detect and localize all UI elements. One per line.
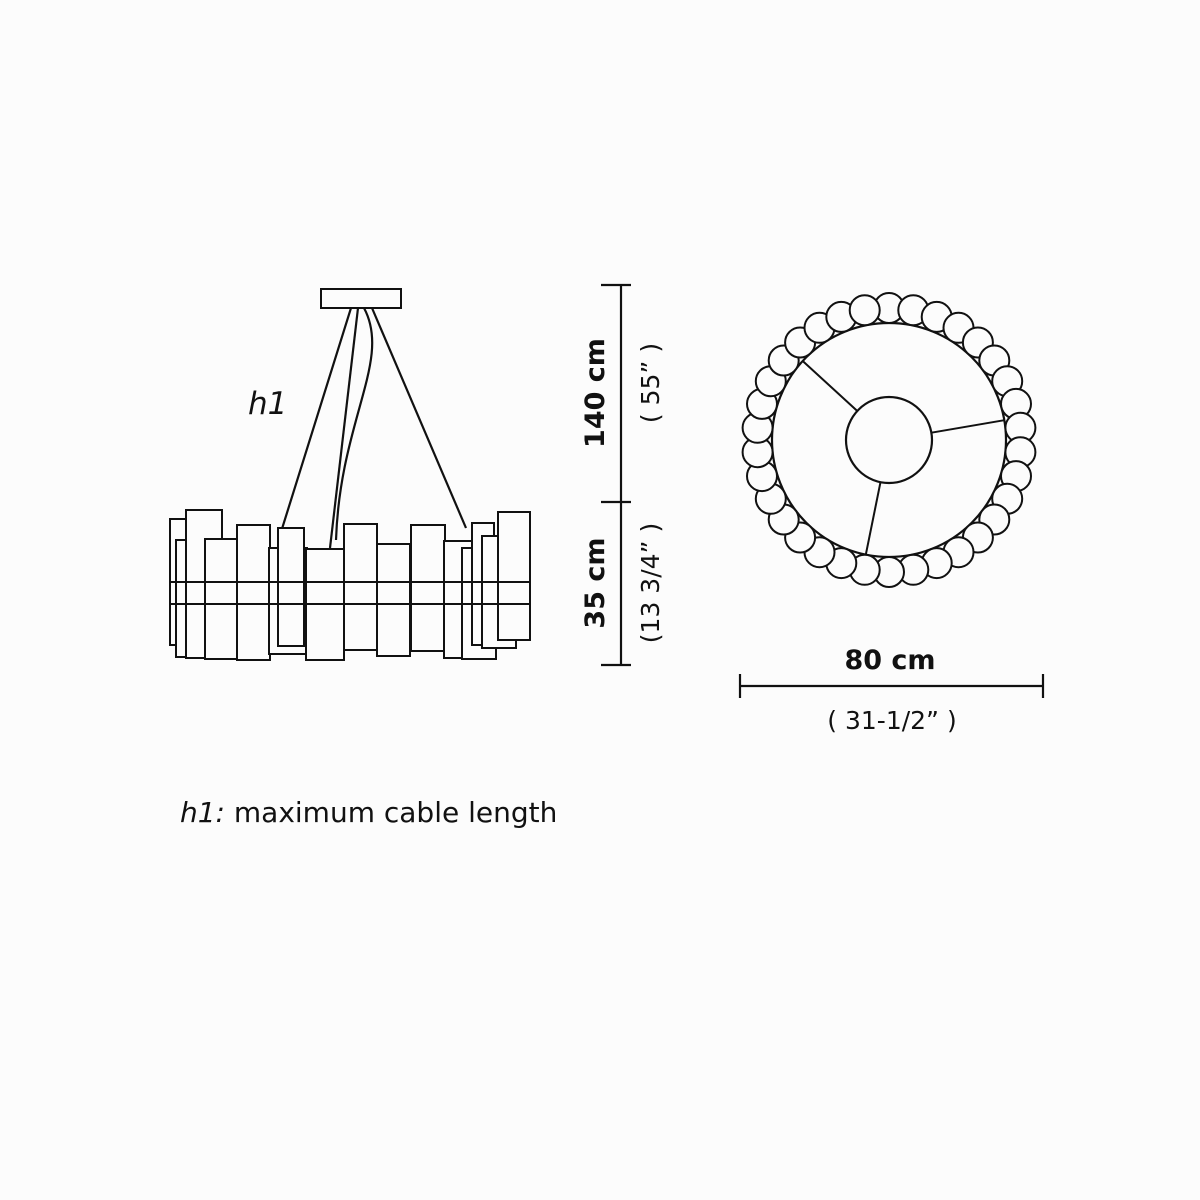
legend-text: maximum cable length (225, 796, 558, 829)
bulb-ring (741, 292, 1037, 588)
ceiling-canopy (320, 288, 402, 309)
center-hub (844, 395, 934, 485)
side-view: h1 (169, 288, 531, 661)
cable-height-label: 140 cm (580, 338, 611, 448)
diameter-dimension: 80 cm ( 31-1/2” ) (738, 645, 1045, 735)
support-arm (931, 419, 1005, 434)
support-arm (864, 481, 882, 555)
support-arms (802, 360, 1005, 555)
legend-key: h1: (180, 796, 225, 829)
bulb (848, 294, 881, 327)
chandelier-panels (169, 509, 531, 661)
diameter-label: 80 cm (844, 645, 935, 676)
chandelier-frame (170, 581, 530, 605)
top-view (741, 292, 1037, 588)
support-arm (802, 360, 858, 412)
legend-caption: h1: maximum cable length (180, 796, 557, 829)
cable-length-marker: h1 (248, 386, 287, 422)
cable-height-inch-label: ( 55” ) (636, 343, 665, 423)
body-height-label: 35 cm (580, 537, 611, 628)
height-dimension: 140 cm ( 55” ) 35 cm (13 3/4” ) (580, 283, 665, 667)
suspension-cables (279, 307, 468, 549)
body-height-inch-label: (13 3/4” ) (636, 523, 665, 643)
diameter-inch-label: ( 31-1/2” ) (827, 706, 956, 735)
